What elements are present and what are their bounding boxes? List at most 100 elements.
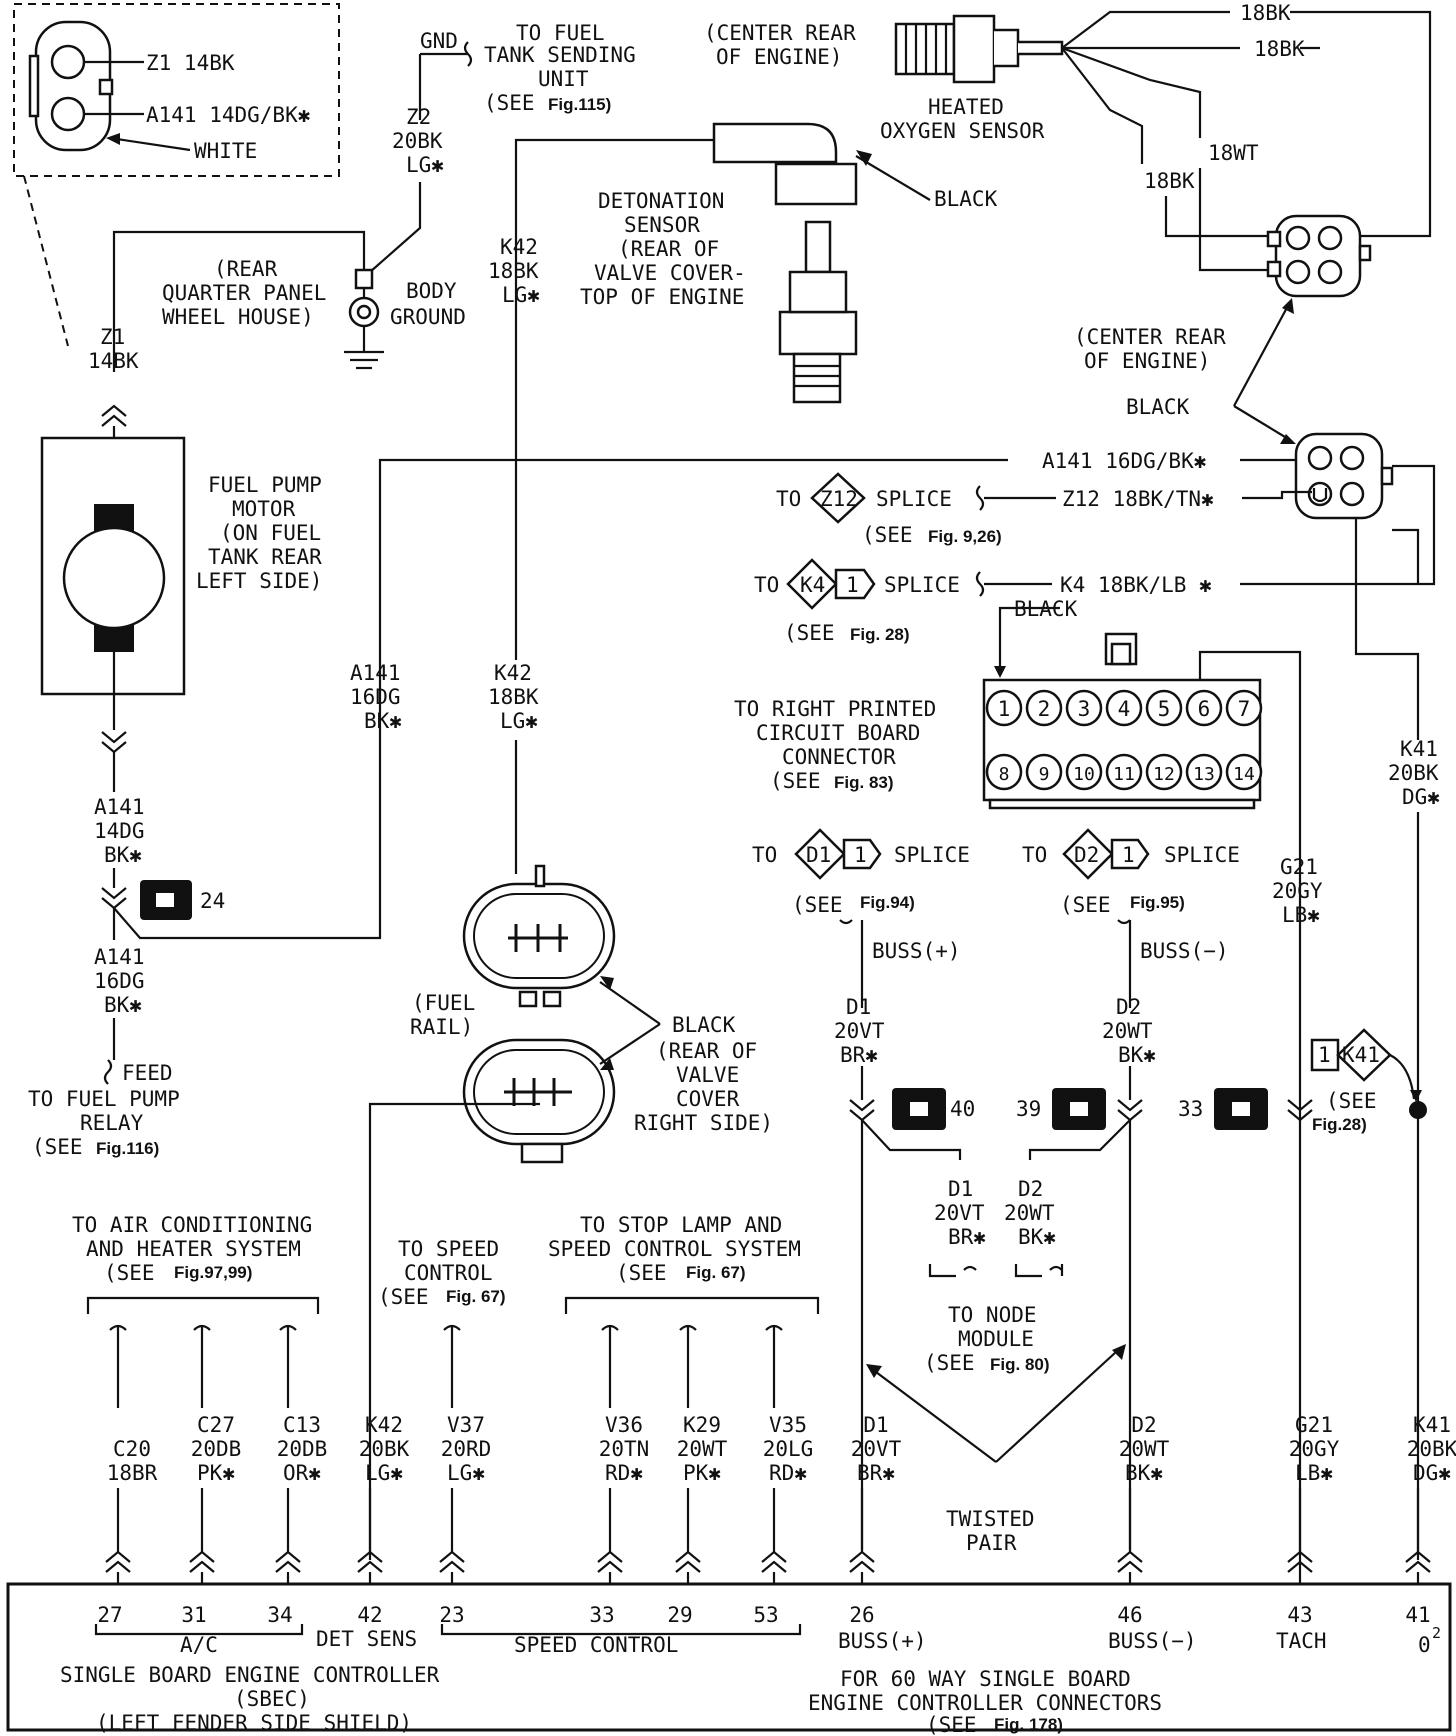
k4-num: 1 xyxy=(846,573,859,597)
o2-wire-4-label: 18BK xyxy=(1144,169,1195,193)
controller-pin-29: 29 xyxy=(667,1603,692,1627)
pcb-pin xyxy=(1065,689,1103,727)
k42-mid-line-2: 18BK xyxy=(488,685,539,709)
speed-header-fig: Fig. 67) xyxy=(446,1287,506,1306)
z12-fig: Fig. 9,26) xyxy=(928,527,1002,546)
sbec-box xyxy=(6,1582,1452,1732)
wire-d1-label: BR✱ xyxy=(857,1461,895,1485)
d2-splice: SPLICE xyxy=(1164,843,1240,867)
pcb-fig: Fig. 83) xyxy=(834,773,894,792)
wire-c27-label: 20DB xyxy=(191,1437,242,1461)
inset-connector-view: Z1 14BK A141 14DG/BK✱ WHITE xyxy=(13,3,340,347)
o2-connector-lower xyxy=(1294,432,1384,520)
k41-mid-line-3: DG✱ xyxy=(1402,785,1440,809)
wire-v37-label: LG✱ xyxy=(447,1461,485,1485)
det-sens-label: DET SENS xyxy=(316,1627,417,1651)
d1-to: TO xyxy=(752,843,777,867)
k42-top-line-2: 18BK xyxy=(488,259,539,283)
controller-pin-42: 42 xyxy=(357,1603,382,1627)
wire-v36-label: RD✱ xyxy=(605,1461,643,1485)
pcb-pin-label: 9 xyxy=(1039,764,1050,785)
wire-v37-label: 20RD xyxy=(441,1437,492,1461)
z2-line-2: 20BK xyxy=(392,129,443,153)
fuel-tank-see: (SEE xyxy=(484,91,535,115)
a141-low-line-1: A141 xyxy=(94,945,145,969)
stop-header-1: TO STOP LAMP AND xyxy=(580,1213,782,1237)
connector-24-label: 24 xyxy=(200,889,225,913)
for60-line-2: ENGINE CONTROLLER CONNECTORS xyxy=(808,1691,1162,1715)
inset-white-label: WHITE xyxy=(194,139,257,163)
pcb-pin-label: 5 xyxy=(1158,697,1171,721)
o2-label-2: OXYGEN SENSOR xyxy=(880,119,1045,143)
detonation-label-1: DETONATION xyxy=(598,189,724,213)
controller-pin-33: 33 xyxy=(589,1603,614,1627)
controller-o2-sub: 2 xyxy=(1432,1624,1441,1642)
node-d1-line-2: 20VT xyxy=(934,1201,985,1225)
wire-c20-label: 18BR xyxy=(107,1461,158,1485)
wire-v36-label: V36 xyxy=(605,1413,643,1437)
gnd-label: GND xyxy=(420,29,458,53)
pcb-pin xyxy=(1225,753,1263,791)
detonation-black-label: BLACK xyxy=(934,187,998,211)
for60-line-1: FOR 60 WAY SINGLE BOARD xyxy=(840,1667,1131,1691)
fuel-pump-label-2: MOTOR xyxy=(232,497,296,521)
wire-c20-label: C20 xyxy=(113,1437,151,1461)
detonation-label-4: VALVE COVER- xyxy=(594,261,746,285)
wire-k42-label: K42 xyxy=(365,1413,403,1437)
o2-center-rear-2: OF ENGINE) xyxy=(716,45,842,69)
relay-see: (SEE xyxy=(32,1135,83,1159)
o2-center-rear2-1: (CENTER REAR xyxy=(1074,325,1226,349)
k42-mid-line-1: K42 xyxy=(494,661,532,685)
k4-fig: Fig. 28) xyxy=(850,625,910,644)
wire-c13-label: 20DB xyxy=(277,1437,328,1461)
speed-control-label: SPEED CONTROL xyxy=(514,1633,678,1657)
inset-a141-label: A141 14DG/BK✱ xyxy=(146,103,311,127)
controller-pin-53: 53 xyxy=(753,1603,778,1627)
splices-group: A141 16DG/BK✱ TO Z12 SPLICE Z12 18BK/TN✱… xyxy=(754,449,1436,645)
controller-pin-34: 34 xyxy=(267,1603,292,1627)
o2-wire-2-label: 18BK xyxy=(1254,37,1305,61)
pcb-pin xyxy=(1185,689,1223,727)
z1-line-1: Z1 xyxy=(100,325,125,349)
detonation-sensor-plug xyxy=(712,122,838,164)
o2-connector-upper xyxy=(1274,214,1362,298)
controller-wires: C2018BR27C2720DBPK✱31C1320DBOR✱34K4220BK… xyxy=(97,1324,1456,1627)
wire-c13-label: C13 xyxy=(283,1413,321,1437)
z12-to: TO xyxy=(776,487,801,511)
fuel-tank-line-1: TO FUEL xyxy=(516,21,605,45)
pcb-pin-label: 8 xyxy=(999,764,1010,785)
wire-k29-label: K29 xyxy=(683,1413,721,1437)
z12-see: (SEE xyxy=(862,523,913,547)
pcb-label-1: TO RIGHT PRINTED xyxy=(734,697,936,721)
a141-low-line-3: BK✱ xyxy=(104,993,142,1017)
a141-mid-line-1: A141 xyxy=(94,795,145,819)
fuel-pump-label-4: TANK REAR xyxy=(208,545,322,569)
pcb-pin-label: 11 xyxy=(1113,764,1135,785)
wire-d2-label: BK✱ xyxy=(1125,1461,1163,1485)
wire-v35-label: V35 xyxy=(769,1413,807,1437)
sbec-line-3: (LEFT FENDER SIDE SHIELD) xyxy=(96,1711,412,1735)
wire-k42-label: LG✱ xyxy=(365,1461,403,1485)
z12-tag: Z12 xyxy=(820,487,858,511)
node-line-2: MODULE xyxy=(958,1327,1034,1351)
o2-wire-3-label: 18WT xyxy=(1208,141,1259,165)
d1-num: 1 xyxy=(854,843,867,867)
node-d1-line-1: D1 xyxy=(948,1177,973,1201)
rail-black-label-2: (REAR OF xyxy=(656,1039,757,1063)
z1-line-2: 14BK xyxy=(88,349,139,373)
wire-d2-label: D2 xyxy=(1131,1413,1156,1437)
body-ground-line-1: BODY xyxy=(406,279,457,303)
pcb-pin-label: 14 xyxy=(1233,764,1255,785)
pcb-pin xyxy=(1225,689,1263,727)
d2-tag: D2 xyxy=(1074,843,1099,867)
pcb-pin-label: 4 xyxy=(1118,697,1131,721)
controller-pin-27: 27 xyxy=(97,1603,122,1627)
wire-c27-label: C27 xyxy=(197,1413,235,1437)
pcb-pin xyxy=(1025,753,1063,791)
